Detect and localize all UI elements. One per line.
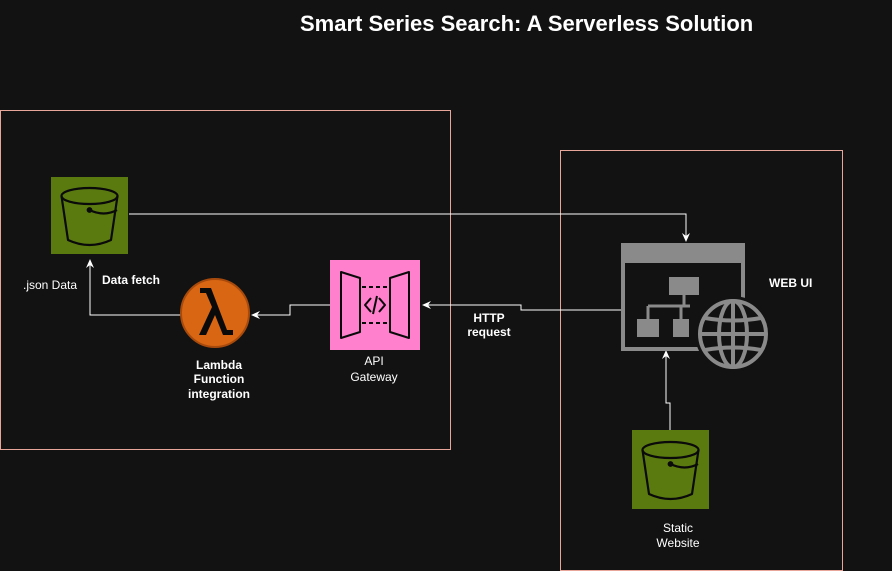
static-website-label-line1: Static xyxy=(662,521,694,535)
lambda-label-line1: Lambda xyxy=(195,358,243,372)
s3-bucket-static-icon xyxy=(632,430,709,509)
http-label-line2: request xyxy=(467,325,511,339)
backend-group-box xyxy=(0,110,451,450)
s3-bucket-icon xyxy=(51,177,128,254)
data-fetch-label: Data fetch xyxy=(102,273,161,287)
api-gateway-label-line1: API xyxy=(364,354,384,368)
edge-webui-to-api xyxy=(422,301,621,311)
api-gateway-icon xyxy=(330,260,420,350)
edge-s3-to-webui xyxy=(129,213,690,242)
edge-static-to-webui xyxy=(662,350,671,430)
lambda-label-line3: integration xyxy=(188,387,250,401)
lambda-label-line2: Function xyxy=(193,372,245,386)
web-ui-icon xyxy=(621,243,771,372)
edge-api-to-lambda xyxy=(251,304,330,319)
api-gateway-label-line2: Gateway xyxy=(350,370,398,384)
http-label-line1: HTTP xyxy=(473,311,505,325)
web-ui-label: WEB UI xyxy=(769,276,813,290)
static-website-label-line2: Website xyxy=(656,536,700,550)
lambda-icon xyxy=(180,278,250,348)
edge-lambda-to-s3 xyxy=(86,259,181,316)
diagram-title: Smart Series Search: A Serverless Soluti… xyxy=(300,11,754,36)
s3-data-label: .json Data xyxy=(23,278,78,292)
